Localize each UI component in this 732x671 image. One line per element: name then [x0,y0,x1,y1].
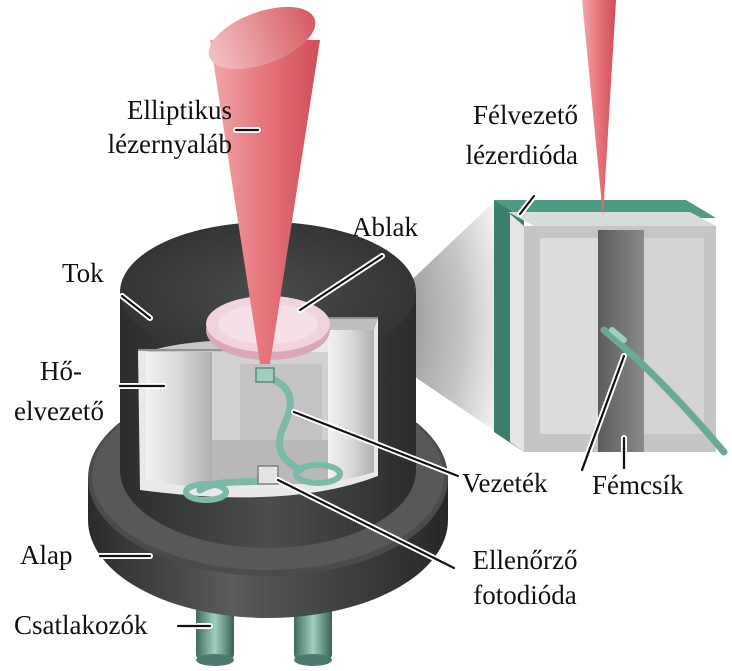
label-metal-strip: Fémcsík [592,470,684,501]
label-wire: Vezeték [462,468,547,499]
laser-chip [256,368,274,382]
label-case: Tok [62,258,104,289]
label-heatsink-line2: elvezető [14,396,104,427]
label-laserdiode-line1: Félvezető [420,100,578,131]
heatsink-block [146,352,212,488]
label-connectors: Csatlakozók [14,610,147,641]
label-laserdiode-line2: lézerdióda [404,140,578,171]
inset-beam [582,0,616,216]
label-photodiode-line1: Ellenőrző [450,545,600,576]
photodiode-chip [258,466,278,484]
laserdiode-inset [494,0,724,452]
label-heatsink-line1: Hő- [40,356,82,387]
label-photodiode-line2: fotodióda [450,580,600,611]
label-beam-line1: Elliptikus [40,95,232,126]
label-window: Ablak [352,212,418,243]
label-beam-line2: lézernyaláb [40,129,232,160]
label-base: Alap [20,540,72,571]
